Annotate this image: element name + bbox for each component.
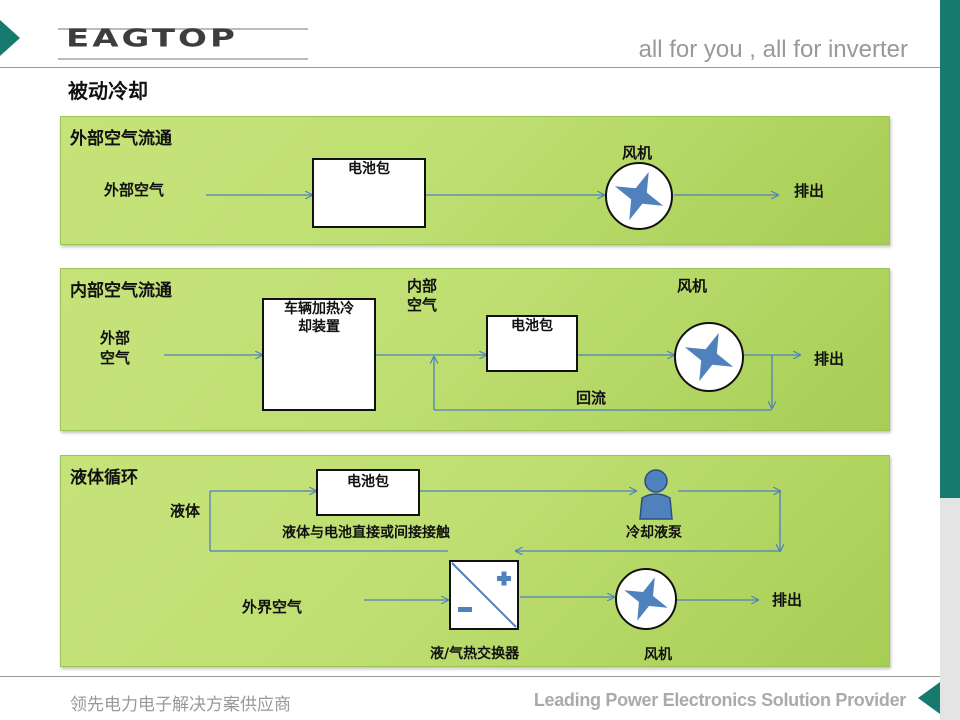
tagline: all for you , all for inverter (638, 36, 908, 63)
battery-label-2: 电池包 (511, 318, 553, 334)
battery-box-1: 电池包 (312, 158, 426, 228)
label-external-line1: 外部 (100, 329, 131, 347)
logo-frame (58, 28, 308, 60)
fan-label-2: 风机 (677, 277, 708, 295)
panel-external-air (60, 116, 890, 245)
output-label-2: 排出 (814, 350, 845, 368)
output-label-3: 排出 (772, 591, 803, 609)
battery-label-1: 电池包 (348, 161, 390, 177)
right-gray-bar (940, 498, 960, 720)
contact-label: 液体与电池直接或间接接触 (282, 525, 450, 541)
battery-label-3: 电池包 (347, 474, 389, 490)
fan-label-3: 风机 (644, 647, 672, 663)
label-internal-line2: 空气 (407, 296, 438, 314)
footer-slogan-en: Leading Power Electronics Solution Provi… (533, 690, 906, 710)
battery-box-3: 电池包 (316, 469, 420, 516)
panel-title-liquid: 液体循环 (70, 468, 138, 488)
pump-icon (639, 469, 673, 520)
footer-slogan-cn: 领先电力电子解决方案供应商 (70, 695, 291, 715)
return-label: 回流 (576, 389, 607, 407)
hvac-label-line1: 车辆加热冷 (284, 301, 354, 317)
ambient-air-label: 外界空气 (242, 598, 303, 616)
liquid-label: 液体 (170, 502, 201, 520)
fan-label-1: 风机 (622, 144, 653, 162)
fan-icon-1 (605, 162, 673, 230)
footer-divider (0, 676, 940, 677)
battery-box-2: 电池包 (486, 315, 578, 372)
slide-title: 被动冷却 (68, 79, 148, 103)
hvac-label-line2: 却装置 (298, 319, 340, 335)
panel-title-external-air: 外部空气流通 (70, 129, 172, 149)
label-external-line2: 空气 (100, 349, 131, 367)
pump-label: 冷却液泵 (626, 525, 682, 541)
footer-triangle-icon (918, 682, 940, 714)
fan-icon-2 (674, 322, 744, 392)
header-triangle-icon (0, 20, 20, 56)
label-internal-line1: 内部 (407, 277, 438, 295)
output-label-1: 排出 (794, 182, 825, 200)
panel-internal-air (60, 268, 890, 431)
logo: EAGTOP (66, 24, 238, 53)
hvac-box: 车辆加热冷 却装置 (262, 298, 376, 411)
fan-icon-3 (615, 568, 677, 630)
right-accent-bar (940, 0, 960, 498)
panel-title-internal-air: 内部空气流通 (70, 281, 172, 301)
heat-exchanger-icon (449, 560, 519, 630)
label-external-air-input: 外部空气 (104, 181, 165, 199)
header-divider (0, 67, 940, 68)
heat-exchanger-label: 液/气热交换器 (430, 646, 520, 662)
